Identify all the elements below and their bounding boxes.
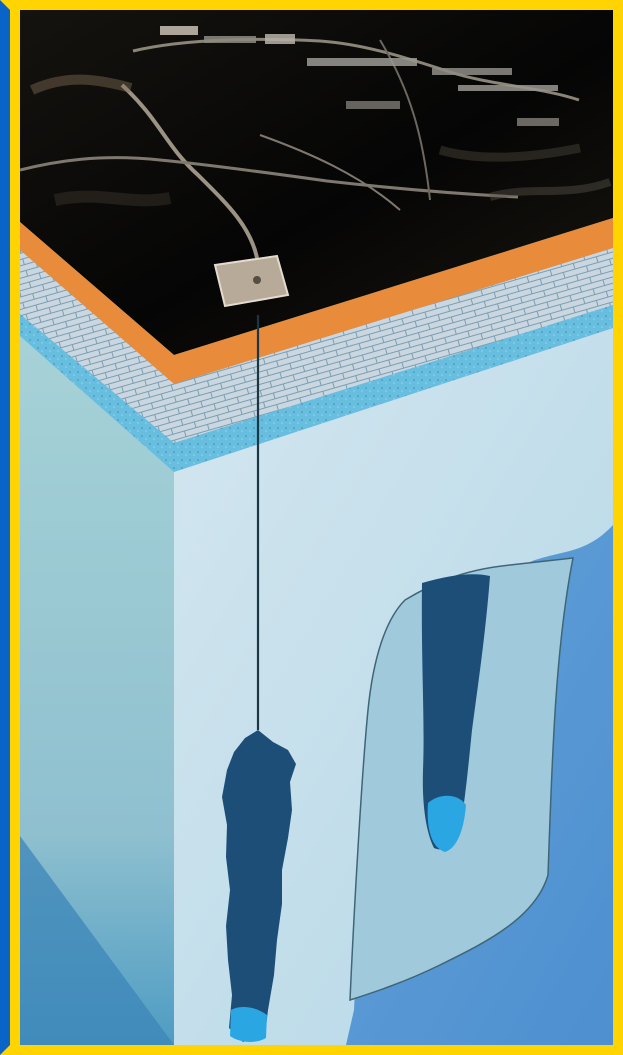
- geologic-block-diagram: [20, 10, 613, 1045]
- lower-cavern-brine: [230, 1007, 267, 1042]
- wellhead-marker: [253, 276, 261, 284]
- diagram-svg: [20, 10, 613, 1045]
